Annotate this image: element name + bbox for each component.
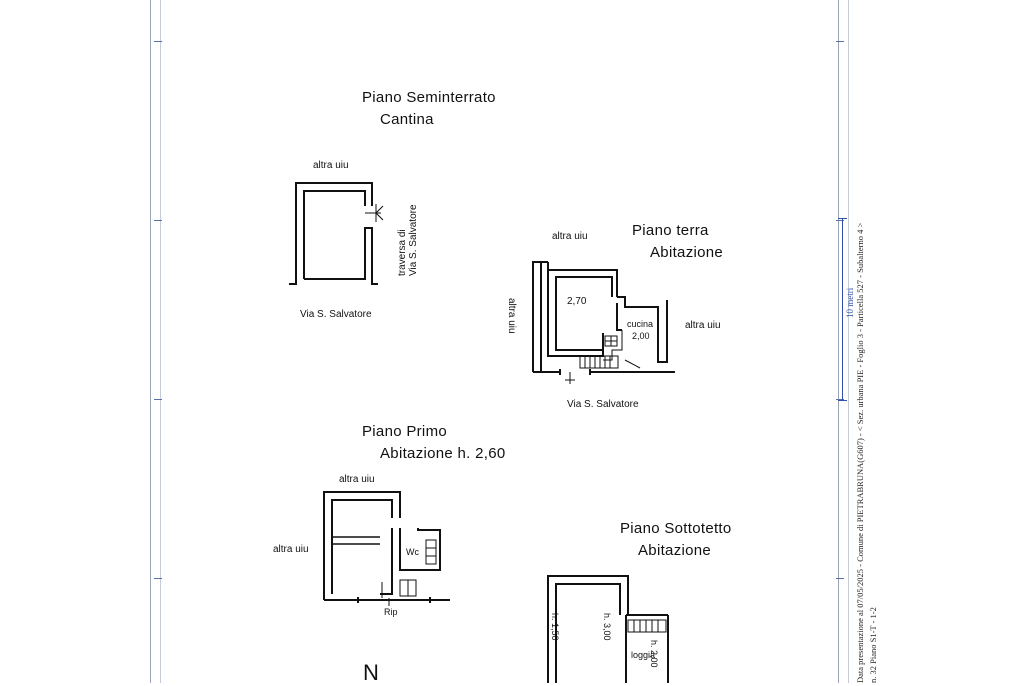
terra-altra-uiu-right: altra uiu <box>685 320 721 331</box>
primo-use: Abitazione h. 2,60 <box>380 445 506 462</box>
terra-use: Abitazione <box>650 244 724 261</box>
scale-bar <box>842 218 843 401</box>
primo-title: Piano Primo <box>362 423 448 440</box>
primo-altra-uiu-left: altra uiu <box>273 544 309 555</box>
terra-altra-uiu-top: altra uiu <box>552 231 588 242</box>
right-frame-line <box>838 0 839 683</box>
cantina-street-label: Via S. Salvatore <box>300 309 372 320</box>
first-floor-plan <box>323 491 450 606</box>
wc-label: Wc <box>406 547 419 557</box>
frame-tick <box>836 41 844 42</box>
right-outer-frame-line <box>848 0 849 683</box>
frame-tick <box>154 41 162 42</box>
frame-tick <box>154 399 162 400</box>
terra-height-label: 2,70 <box>567 296 587 307</box>
frame-tick <box>836 578 844 579</box>
traversa-label-line2: Via S. Salvatore <box>408 204 419 276</box>
terra-street-label: Via S. Salvatore <box>567 399 639 410</box>
sottotetto-title: Piano Sottotetto <box>620 520 732 537</box>
left-frame-line <box>150 0 151 683</box>
terra-altra-uiu-left: altra uiu <box>506 298 517 334</box>
frame-tick <box>154 578 162 579</box>
frame-tick <box>836 399 844 400</box>
cucina-height-label: 2,00 <box>632 331 650 341</box>
primo-altra-uiu-top: altra uiu <box>339 474 375 485</box>
sottotetto-height-left: h. 1,50 <box>550 613 560 641</box>
loggia-label: loggia <box>631 650 656 660</box>
sottotetto-height-mid: h. 3,00 <box>602 613 612 641</box>
scale-bar-cap-top <box>838 218 847 219</box>
cantina-plan <box>289 182 384 285</box>
terra-title: Piano terra <box>632 222 709 239</box>
left-inner-frame-line <box>160 0 161 683</box>
seminterrato-use: Cantina <box>380 111 434 128</box>
sottotetto-height-loggia: h. 2,00 <box>649 640 659 668</box>
scale-bar-cap-bottom <box>838 400 847 401</box>
traversa-label-line1: traversa di <box>397 229 408 276</box>
cucina-label: cucina <box>627 319 654 329</box>
attic-plan <box>547 575 669 683</box>
north-arrow-label: N <box>363 660 379 685</box>
frame-tick <box>154 220 162 221</box>
rip-label: Rip <box>384 607 398 617</box>
seminterrato-title: Piano Seminterrato <box>362 89 496 106</box>
cantina-altra-uiu-label: altra uiu <box>313 160 349 171</box>
sottotetto-use: Abitazione <box>638 542 712 559</box>
frame-tick <box>836 220 844 221</box>
ground-floor-plan <box>532 261 675 384</box>
